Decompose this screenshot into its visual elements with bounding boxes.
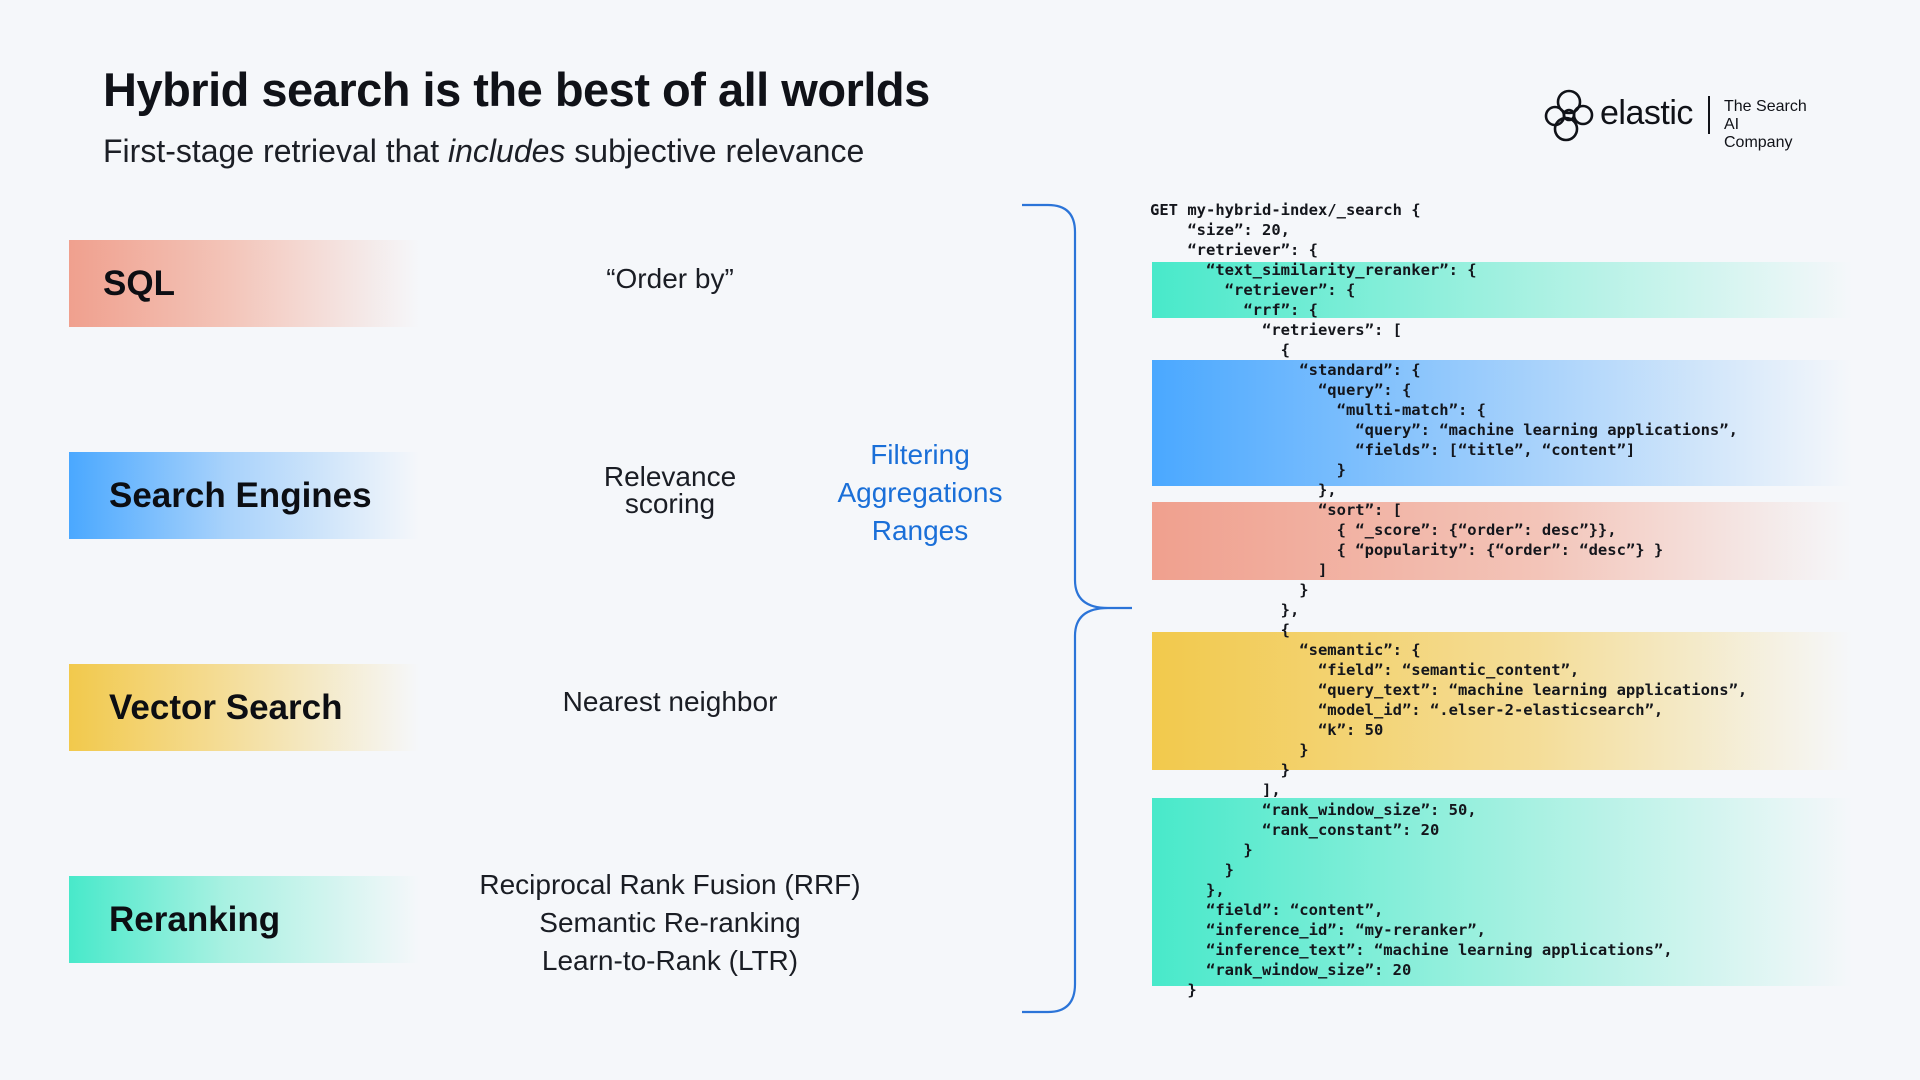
- code-line: “model_id”: “.elser-2-elasticsearch”,: [1150, 701, 1664, 719]
- filters-list: Filtering Aggregations Ranges: [810, 436, 1030, 550]
- logo-tagline-line-1: The Search: [1724, 98, 1807, 115]
- description-line: scoring: [624, 488, 716, 519]
- row-band-reranking: Reranking: [69, 876, 419, 963]
- code-highlight-rank-settings: [1152, 798, 1852, 986]
- code-line: “rank_window_size”: 50,: [1150, 801, 1477, 819]
- code-line: {: [1150, 621, 1290, 639]
- row-description-vector-search: Nearest neighbor: [480, 683, 860, 721]
- code-line: “sort”: [: [1150, 501, 1402, 519]
- description-line: Reciprocal Rank Fusion (RRF): [479, 869, 861, 900]
- code-line: “retriever”: {: [1150, 281, 1356, 299]
- code-line: “field”: “content”,: [1150, 901, 1384, 919]
- row-band-sql: SQL: [69, 240, 419, 327]
- code-line: “field”: “semantic_content”,: [1150, 661, 1580, 679]
- description-line: “Order by”: [606, 263, 734, 294]
- code-line: }: [1150, 461, 1346, 479]
- code-line: “size”: 20,: [1150, 221, 1290, 239]
- code-line: GET my-hybrid-index/_search {: [1150, 201, 1421, 219]
- code-line: },: [1150, 481, 1337, 499]
- code-line: “query”: {: [1150, 381, 1412, 399]
- subtitle-emphasis: includes: [448, 133, 566, 169]
- logo-tagline-line-2: AI Company: [1724, 116, 1793, 151]
- row-description-reranking: Reciprocal Rank Fusion (RRF) Semantic Re…: [440, 866, 900, 980]
- code-line: }: [1150, 861, 1234, 879]
- code-line: “retrievers”: [: [1150, 321, 1402, 339]
- filter-label: Ranges: [871, 515, 969, 546]
- subtitle-text-end: subjective relevance: [565, 133, 865, 169]
- code-line: “k”: 50: [1150, 721, 1384, 739]
- code-highlight-standard-query: [1152, 360, 1852, 486]
- code-highlight-semantic: [1152, 632, 1852, 770]
- code-highlight-reranker: [1152, 262, 1852, 318]
- code-line: “rank_window_size”: 20: [1150, 961, 1412, 979]
- slide-title: Hybrid search is the best of all worlds: [103, 63, 930, 116]
- code-line: { “popularity”: {“order”: “desc”} }: [1150, 541, 1664, 559]
- code-line: }: [1150, 741, 1309, 759]
- code-line: “semantic”: {: [1150, 641, 1421, 659]
- code-line: “fields”: [“title”, “content”]: [1150, 441, 1636, 459]
- subtitle-text-start: First-stage retrieval that: [103, 133, 448, 169]
- elastic-logo: elastic The Search AI Company: [1542, 88, 1812, 151]
- logo-tagline: The Search AI Company: [1724, 98, 1812, 152]
- code-line: ],: [1150, 781, 1281, 799]
- code-line: “standard”: {: [1150, 361, 1421, 379]
- row-band-vector-search: Vector Search: [69, 664, 419, 751]
- code-line: “query_text”: “machine learning applicat…: [1150, 681, 1748, 699]
- code-line: }: [1150, 841, 1253, 859]
- code-highlight-sort: [1152, 502, 1852, 580]
- slide-subtitle: First-stage retrieval that includes subj…: [103, 131, 864, 171]
- logo-divider: [1708, 96, 1710, 134]
- logo-wordmark: elastic: [1600, 94, 1693, 132]
- filter-label: Aggregations: [837, 477, 1003, 508]
- code-block: GET my-hybrid-index/_search { “size”: 20…: [1150, 200, 1747, 1000]
- code-line: },: [1150, 881, 1225, 899]
- code-line: }: [1150, 581, 1309, 599]
- code-line: }: [1150, 761, 1290, 779]
- filter-label: Filtering: [870, 439, 970, 470]
- code-line: “query”: “machine learning applications”…: [1150, 421, 1738, 439]
- code-line: },: [1150, 601, 1300, 619]
- code-line: }: [1150, 981, 1197, 999]
- code-line: “rrf”: {: [1150, 301, 1318, 319]
- code-line: “inference_id”: “my-reranker”,: [1150, 921, 1486, 939]
- code-line: “rank_constant”: 20: [1150, 821, 1440, 839]
- code-line: “multi-match”: {: [1150, 401, 1486, 419]
- row-description-sql: “Order by”: [520, 260, 820, 298]
- elastic-cluster-icon: [1544, 89, 1594, 142]
- code-line: “text_similarity_reranker”: {: [1150, 261, 1477, 279]
- code-line: {: [1150, 341, 1290, 359]
- code-line: ]: [1150, 561, 1328, 579]
- code-line: “retriever”: {: [1150, 241, 1318, 259]
- code-line: “inference_text”: “machine learning appl…: [1150, 941, 1673, 959]
- description-line: Semantic Re-ranking: [539, 907, 801, 938]
- description-line: Learn-to-Rank (LTR): [541, 945, 799, 976]
- row-band-search-engines: Search Engines: [69, 452, 419, 539]
- code-line: { “_score”: {“order”: desc”}},: [1150, 521, 1617, 539]
- curly-brace: [1022, 203, 1132, 1014]
- row-description-search-engines: Relevance scoring: [520, 461, 820, 519]
- description-line: Nearest neighbor: [562, 686, 778, 717]
- description-line: Relevance: [603, 461, 737, 492]
